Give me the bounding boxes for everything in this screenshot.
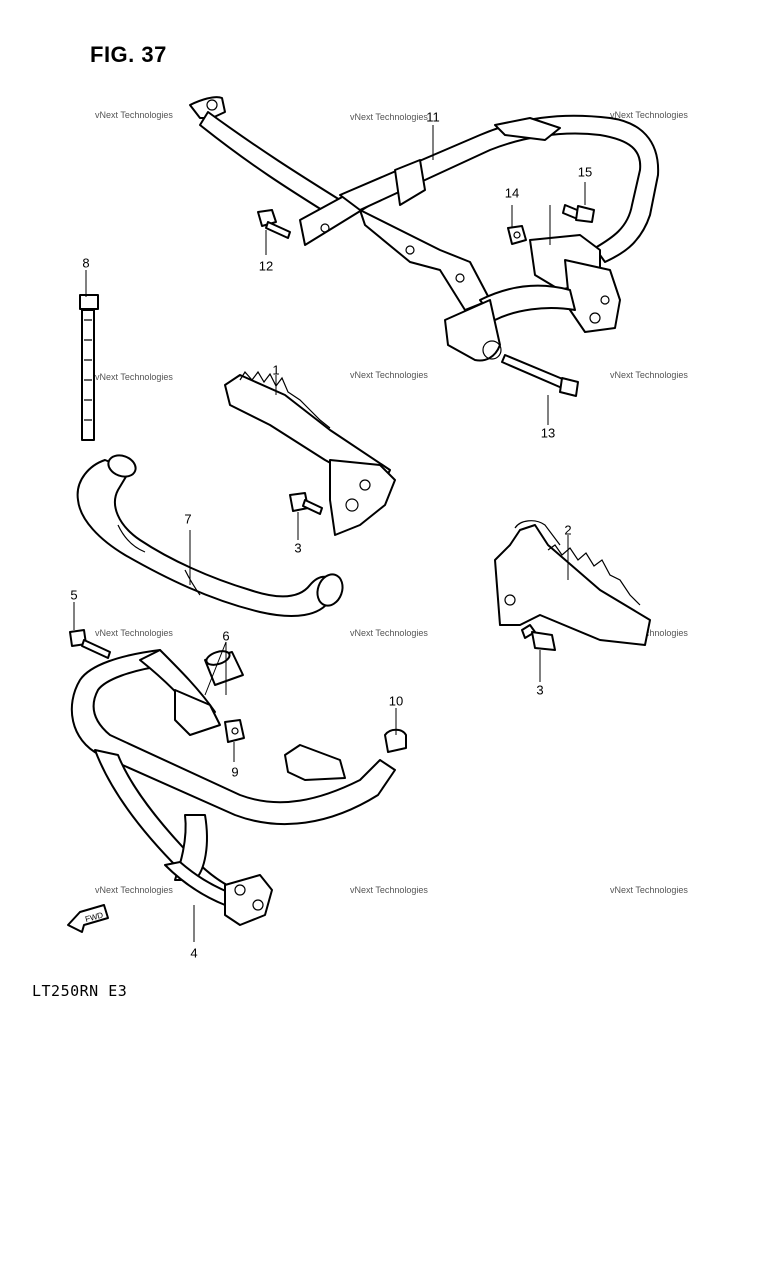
callout-10: 10 — [388, 693, 404, 709]
callout-3-b: 3 — [536, 682, 544, 698]
watermark: vNext Technologies — [350, 628, 428, 638]
part-1-footrest — [224, 370, 396, 536]
callout-9: 9 — [231, 764, 239, 780]
watermark: vNext Technologies — [350, 370, 428, 380]
part-3-bolt-b — [521, 624, 556, 651]
part-5-bolt — [69, 629, 111, 659]
callout-2: 2 — [564, 522, 572, 538]
part-3-bolt-a — [289, 492, 323, 515]
model-code: LT250RN E3 — [32, 982, 128, 1000]
callout-8: 8 — [82, 255, 90, 271]
part-13-bolt — [501, 354, 579, 397]
part-15-bolt — [562, 204, 595, 223]
leader-lines — [73, 125, 586, 942]
watermark: vNext Technologies — [350, 885, 428, 895]
watermark: vNext Technologies — [610, 628, 688, 638]
fwd-arrow — [67, 904, 109, 933]
callout-5: 5 — [70, 587, 78, 603]
part-12-bolt — [257, 209, 291, 239]
callout-7: 7 — [184, 511, 192, 527]
watermark: vNext Technologies — [95, 110, 173, 120]
part-14-nut — [507, 225, 527, 245]
part-8-cable-tie — [79, 294, 99, 441]
part-4-guard — [70, 649, 396, 926]
watermark: vNext Technologies — [350, 112, 428, 122]
watermark: vNext Technologies — [610, 110, 688, 120]
watermark: vNext Technologies — [610, 885, 688, 895]
part-7-pipe-cover — [76, 454, 344, 617]
callout-12: 12 — [258, 258, 274, 274]
watermark: vNext Technologies — [610, 370, 688, 380]
watermark: vNext Technologies — [95, 372, 173, 382]
part-9-nut — [224, 719, 245, 743]
part-11-frame — [189, 96, 660, 362]
part-2-footrest — [494, 520, 651, 646]
figure-title: FIG. 37 — [90, 42, 167, 67]
callout-14: 14 — [504, 185, 520, 201]
part-10-cap-nut — [384, 728, 407, 753]
callout-4: 4 — [190, 945, 198, 961]
callout-6: 6 — [222, 628, 230, 644]
callout-11: 11 — [426, 109, 440, 125]
callout-1: 1 — [272, 362, 280, 378]
callout-15: 15 — [577, 164, 593, 180]
callout-3-a: 3 — [294, 540, 302, 556]
callout-13: 13 — [540, 425, 556, 441]
part-6-collar — [204, 650, 244, 686]
watermark: vNext Technologies — [95, 885, 173, 895]
watermark: vNext Technologies — [95, 628, 173, 638]
